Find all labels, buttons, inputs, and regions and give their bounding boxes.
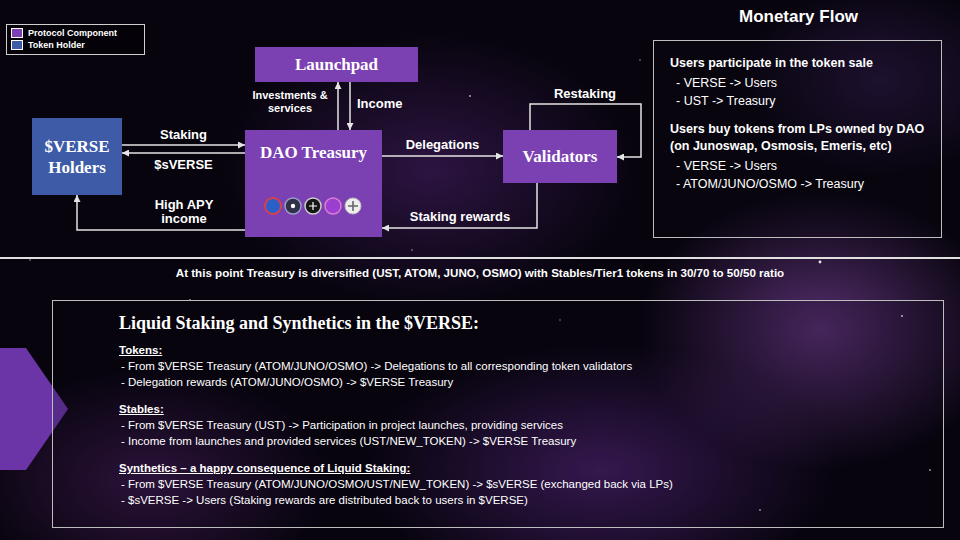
flow-label: Investments & services [250, 89, 330, 115]
panel-item: - VERSE -> Users [670, 74, 927, 92]
legend-swatch [11, 40, 23, 50]
node-label: Launchpad [263, 54, 410, 75]
info-panel: Monetary FlowUsers participate in the to… [653, 40, 942, 238]
flow-arrow [77, 195, 245, 230]
separator-line [0, 257, 960, 259]
panel-item: - ATOM/JUNO/OSMO -> Treasury [670, 175, 927, 193]
panel-heading: Monetary Flow [670, 7, 927, 27]
list-item: - $sVERSE -> Users (Staking rewards are … [119, 492, 923, 508]
node-label: DAO Treasury [253, 142, 374, 163]
flow-label: Income [357, 96, 417, 111]
component-box: Validators [503, 130, 617, 183]
flow-label: High APY income [146, 198, 222, 226]
flow-label: Staking rewards [400, 209, 520, 224]
list-item: - From $VERSE Treasury (ATOM/JUNO/OSMO/U… [119, 476, 923, 492]
flow-arrow [122, 144, 245, 146]
legend-box: Protocol ComponentToken Holder [6, 24, 145, 55]
flow-label: Restaking [540, 86, 630, 101]
legend-row: Protocol Component [11, 27, 140, 39]
token-holder-box: $VERSE Holders [32, 118, 122, 195]
list-item: - From $VERSE Treasury (ATOM/JUNO/OSMO) … [119, 358, 923, 374]
legend-row: Token Holder [11, 39, 140, 51]
flow-arrow [349, 82, 351, 130]
legend-label: Token Holder [28, 40, 85, 51]
flow-label: Staking [122, 127, 245, 142]
node-label: Validators [511, 146, 609, 167]
section-heading: Tokens: [119, 342, 923, 358]
list-item: - Delegation rewards (ATOM/JUNO/OSMO) ->… [119, 374, 923, 390]
token-icons [263, 196, 367, 216]
component-box: DAO Treasury [245, 130, 382, 237]
panel-subheading: Users buy tokens from LPs owned by DAO (… [670, 121, 927, 155]
flow-arrow [122, 152, 245, 154]
panel-item: - VERSE -> Users [670, 157, 927, 175]
legend-label: Protocol Component [28, 28, 117, 39]
flow-arrow [382, 183, 537, 228]
panel-heading: Liquid Staking and Synthetics in the $VE… [119, 312, 923, 334]
flow-label: Delegations [382, 137, 503, 152]
panel-subheading: Users participate in the token sale [670, 55, 927, 72]
list-item: - Income from launches and provided serv… [119, 433, 923, 449]
banner-note: At this point Treasury is diversified (U… [0, 266, 960, 279]
section-heading: Stables: [119, 401, 923, 417]
panel-item: - UST -> Treasury [670, 92, 927, 110]
flow-arrow [382, 155, 503, 157]
flow-arrow [337, 82, 339, 130]
component-box: Launchpad [255, 47, 418, 82]
section-heading: Synthetics – a happy consequence of Liqu… [119, 460, 923, 476]
legend-swatch [11, 28, 23, 38]
info-panel: Liquid Staking and Synthetics in the $VE… [52, 300, 944, 528]
flow-label: $sVERSE [122, 157, 245, 172]
list-item: - From $VERSE Treasury (UST) -> Particip… [119, 417, 923, 433]
node-label: $VERSE Holders [40, 136, 114, 178]
